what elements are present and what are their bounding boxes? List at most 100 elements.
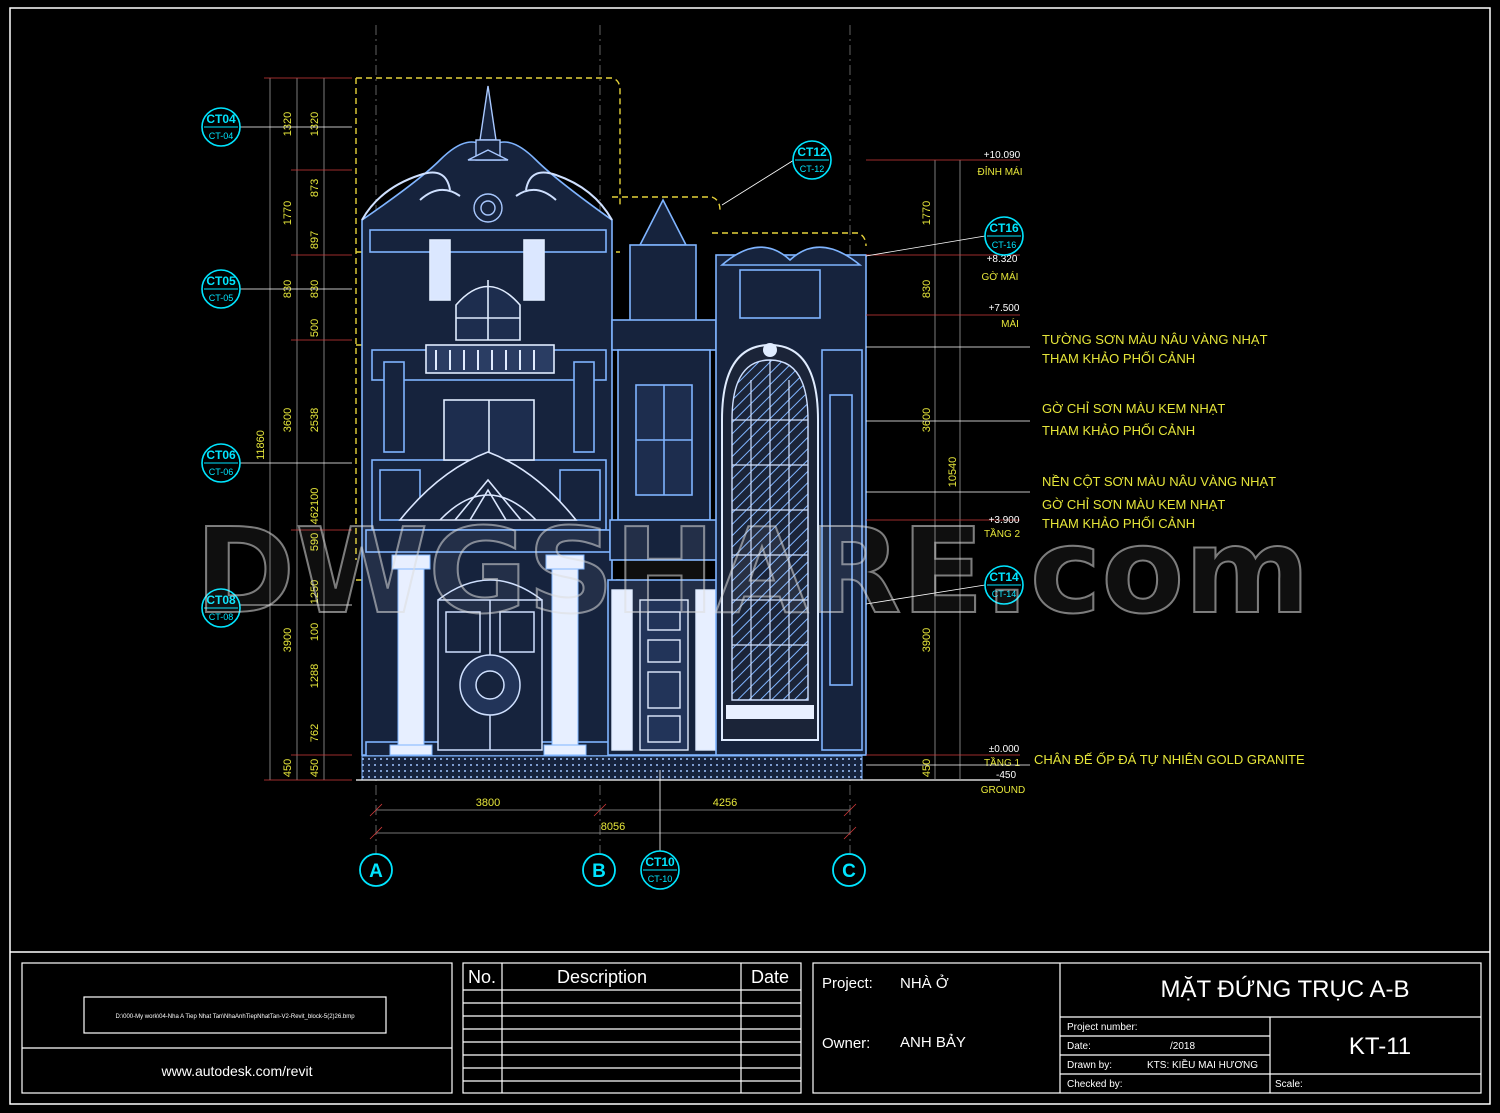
watermark: DWGSHARE.com	[195, 502, 1310, 640]
left-dim-inner-9: 1250	[309, 580, 321, 604]
callout-ct14: CT14 CT-14	[984, 565, 1024, 605]
note-8: CHÂN ĐẾ ỐP ĐÁ TỰ NHIÊN GOLD GRANITE	[1034, 752, 1305, 767]
axis-a-bubble: A	[359, 853, 393, 887]
grid-axis-bubbles: A B C	[359, 853, 866, 887]
owner-value: ANH BẢY	[900, 1034, 966, 1051]
left-dim-outer-2: 1770	[282, 201, 294, 225]
note-4: THAM KHẢO PHỐI CẢNH	[1042, 423, 1195, 438]
level-name-4: TẦNG 2	[984, 527, 1021, 540]
svg-text:CT-12: CT-12	[800, 164, 825, 174]
level-name-2: GỜ MÁI	[982, 270, 1019, 283]
left-dim-inner-13: 450	[309, 759, 321, 777]
left-dim-inner-11: 1288	[309, 664, 321, 688]
callout-ct05: CT05 CT-05	[201, 269, 241, 309]
dim-total: 8056	[601, 821, 625, 833]
left-dim-outer-1: 1320	[282, 112, 294, 136]
svg-text:CT04: CT04	[206, 112, 236, 126]
left-dim-inner-1: 1320	[309, 112, 321, 136]
title-block	[21, 962, 1482, 1094]
right-dim-total: 10540	[947, 457, 959, 488]
svg-text:CT16: CT16	[989, 221, 1019, 235]
gable-scrolls	[361, 171, 613, 221]
file-path: D:\000-My work\04-Nha A Tiep Nhat Tan\Nh…	[115, 1014, 355, 1020]
ground-columns	[389, 554, 587, 756]
callout-ct16: CT16 CT-16	[984, 216, 1024, 256]
callout-ct08: CT08 CT-08	[201, 588, 241, 628]
axis-c-bubble: C	[832, 853, 866, 887]
note-6: GỜ CHỈ SƠN MÀU KEM NHẠT	[1042, 497, 1225, 512]
left-dim-outer-6: 450	[282, 759, 294, 777]
callout-ct06: CT06 CT-06	[201, 443, 241, 483]
shell-pediment	[398, 451, 578, 521]
main-door	[437, 579, 543, 751]
left-dim-outer-5: 3900	[282, 628, 294, 652]
project-value: NHÀ Ở	[900, 974, 949, 992]
svg-text:B: B	[592, 861, 606, 882]
right-dim-3: 3600	[921, 408, 933, 432]
project-number-label: Project number:	[1067, 1022, 1138, 1033]
svg-text:CT-08: CT-08	[209, 612, 234, 622]
left-dim-inner-6: 2538	[309, 408, 321, 432]
rev-header-date: Date	[751, 967, 789, 987]
dim-bc: 4256	[713, 797, 737, 809]
right-dim-4: 3900	[921, 628, 933, 652]
callout-leaders	[240, 126, 1030, 852]
svg-text:CT05: CT05	[206, 274, 236, 288]
upper-balcony-window	[425, 239, 555, 461]
svg-text:CT-10: CT-10	[648, 874, 673, 884]
level-value-4: +3.900	[989, 515, 1020, 526]
middle-door	[611, 589, 717, 751]
title-block-texts: D:\000-My work\04-Nha A Tiep Nhat Tan\Nh…	[115, 967, 1411, 1090]
level-markers: +10.090 ĐỈNH MÁI +8.320 GỜ MÁI +7.500 MÁ…	[978, 150, 1026, 796]
right-dimension-texts: 1770 830 3600 3900 450 10540	[921, 201, 959, 777]
bottom-dimension-texts: 3800 4256 8056	[476, 797, 737, 833]
svg-text:A: A	[369, 861, 383, 882]
axis-b-bubble: B	[582, 853, 616, 887]
left-dim-inner-10: 100	[309, 623, 321, 641]
bottom-dim-lines	[369, 803, 857, 840]
level-name-1: ĐỈNH MÁI	[978, 165, 1023, 178]
callout-bubbles: CT04 CT-04 CT05 CT-05 CT06 CT-06 CT08 CT…	[201, 107, 1024, 890]
spire	[467, 85, 509, 223]
note-2: THAM KHẢO PHỐI CẢNH	[1042, 351, 1195, 366]
granite-base	[361, 755, 863, 781]
left-dim-inner-2: 873	[309, 179, 321, 197]
sheet-title: MẶT ĐỨNG TRỤC A-B	[1161, 976, 1410, 1003]
svg-text:CT06: CT06	[206, 448, 236, 462]
note-7: THAM KHẢO PHỐI CẢNH	[1042, 516, 1195, 531]
dim-ab: 3800	[476, 797, 500, 809]
date-value: /2018	[1170, 1041, 1195, 1052]
left-dimension-texts: 1320 1770 830 3600 3900 450 11860 1320 8…	[255, 112, 321, 777]
level-name-5: TẦNG 1	[984, 756, 1021, 769]
left-dim-lines	[264, 77, 352, 781]
note-3: GỜ CHỈ SƠN MÀU KEM NHẠT	[1042, 401, 1225, 416]
material-notes: TƯỜNG SƠN MÀU NÂU VÀNG NHẠT THAM KHẢO PH…	[1034, 332, 1305, 767]
callout-ct12: CT12 CT-12	[792, 140, 832, 180]
right-dim-1: 1770	[921, 201, 933, 225]
svg-text:CT10: CT10	[645, 855, 675, 869]
svg-text:C: C	[842, 861, 856, 882]
left-dim-inner-8: 590	[309, 533, 321, 551]
svg-text:CT-14: CT-14	[992, 589, 1017, 599]
rev-header-description: Description	[557, 967, 647, 987]
drawn-by-value: KTS: KIỀU MAI HƯƠNG	[1147, 1058, 1258, 1071]
checked-by-label: Checked by:	[1067, 1079, 1123, 1090]
svg-text:CT12: CT12	[797, 145, 827, 159]
right-dim-5: 450	[921, 759, 933, 777]
right-dim-2: 830	[921, 280, 933, 298]
note-5: NỀN CỘT SƠN MÀU NÂU VÀNG NHẠT	[1042, 474, 1276, 489]
left-dim-total: 11860	[255, 430, 267, 460]
svg-text:CT-16: CT-16	[992, 240, 1017, 250]
project-label: Project:	[822, 975, 873, 992]
svg-text:CT08: CT08	[206, 593, 236, 607]
left-dim-inner-5: 500	[309, 319, 321, 337]
callout-ct04: CT04 CT-04	[201, 107, 241, 147]
website-link[interactable]: www.autodesk.com/revit	[161, 1063, 313, 1079]
svg-text:CT-05: CT-05	[209, 293, 234, 303]
note-1: TƯỜNG SƠN MÀU NÂU VÀNG NHẠT	[1042, 332, 1268, 347]
level-value-1: +10.090	[984, 150, 1021, 161]
owner-label: Owner:	[822, 1035, 870, 1052]
rev-header-no: No.	[468, 967, 496, 987]
sheet-border	[9, 7, 1491, 1105]
